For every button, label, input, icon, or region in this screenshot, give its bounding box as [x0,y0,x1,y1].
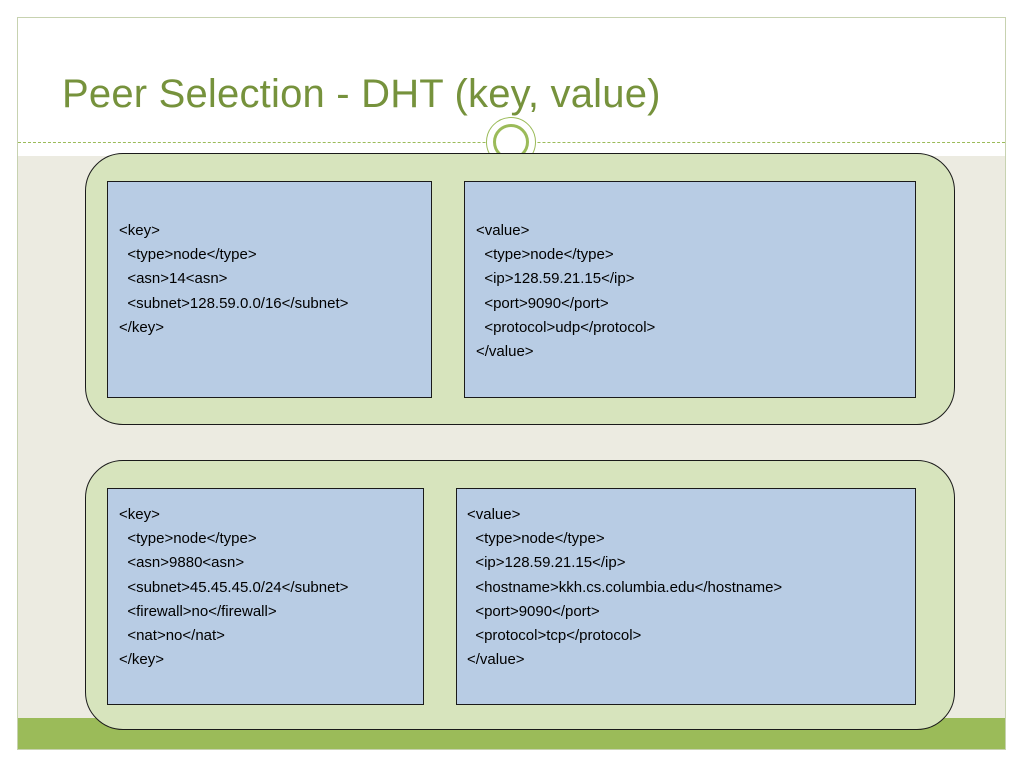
value-text-1: <value> <type>node</type> <ip>128.59.21.… [476,222,656,361]
key-text-2: <key> <type>node</type> <asn>9880<asn> <… [119,506,349,669]
value-box-2: <value> <type>node</type> <ip>128.59.21.… [456,488,916,705]
key-text-1: <key> <type>node</type> <asn>14<asn> <su… [119,222,349,336]
key-box-1: <key> <type>node</type> <asn>14<asn> <su… [107,181,432,398]
value-text-2: <value> <type>node</type> <ip>128.59.21.… [467,506,783,669]
key-box-2: <key> <type>node</type> <asn>9880<asn> <… [107,488,424,705]
slide-title: Peer Selection - DHT (key, value) [62,72,661,116]
value-box-1: <value> <type>node</type> <ip>128.59.21.… [464,181,916,398]
